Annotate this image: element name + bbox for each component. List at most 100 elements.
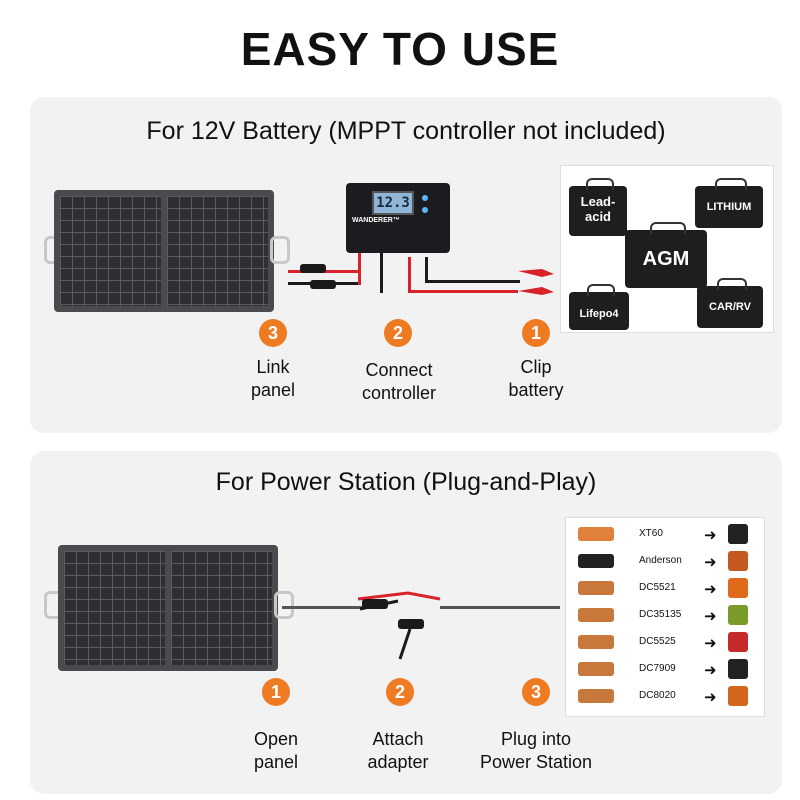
connector-name: XT60 — [639, 528, 663, 539]
battery-clips-image — [518, 269, 554, 295]
arrow-icon: ➜ — [704, 689, 717, 706]
connector-row: DC5521 ➜ — [566, 576, 764, 602]
power-station-icon — [728, 686, 748, 706]
battery-section-card: For 12V Battery (MPPT controller not inc… — [30, 97, 782, 433]
mppt-controller-image: 12.3 WANDERER™ — [346, 183, 450, 253]
solar-panel-right-half — [171, 551, 272, 665]
battery-handle — [715, 178, 747, 190]
solar-panel-image — [54, 190, 274, 312]
battery-lithium: LITHIUM — [695, 178, 763, 228]
power-station-icon — [728, 551, 748, 571]
adapter-connector-2 — [398, 619, 424, 629]
adapter-wire-lower — [398, 628, 412, 660]
solar-panel-right-half — [167, 196, 268, 306]
dc8020-connector-icon — [578, 689, 614, 703]
step-label-plug-into-station: Plug into Power Station — [479, 729, 593, 772]
battery-car-rv-label: CAR/RV — [709, 301, 751, 313]
panel-handle-right — [274, 591, 294, 619]
connector-name: DC7909 — [639, 663, 676, 674]
power-station-icon — [728, 524, 748, 544]
battery-lead-acid-label: Lead- acid — [580, 194, 616, 224]
power-station-section-heading: For Power Station (Plug-and-Play) — [215, 468, 597, 496]
adapter-wire-red — [357, 591, 441, 601]
step-label-clip-battery: Clip battery — [508, 357, 564, 400]
solar-panel-left-half — [64, 551, 165, 665]
step-badge-attach-adapter: 2 — [386, 678, 414, 706]
battery-handle — [716, 278, 748, 290]
page-title: EASY TO USE — [240, 23, 560, 75]
battery-handle — [587, 284, 615, 296]
power-station-icon — [728, 578, 748, 598]
battery-agm-label: AGM — [642, 248, 690, 270]
step-badge-clip-battery: 1 — [522, 319, 550, 347]
arrow-icon: ➜ — [704, 581, 717, 598]
battery-handle — [586, 178, 614, 190]
arrow-icon: ➜ — [704, 635, 717, 652]
battery-lithium-label: LITHIUM — [706, 201, 752, 213]
dc5521-connector-icon — [578, 581, 614, 595]
battery-lifepo4-label: Lifepo4 — [579, 308, 619, 320]
power-station-icon — [728, 659, 748, 679]
battery-section-heading: For 12V Battery (MPPT controller not inc… — [146, 117, 666, 145]
arrow-icon: ➜ — [704, 527, 717, 544]
dc35135-connector-icon — [578, 608, 614, 622]
step-badge-link-panel: 3 — [259, 319, 287, 347]
step-badge-plug-into-station: 3 — [522, 678, 550, 706]
wire-black-up — [380, 245, 383, 293]
step-label-open-panel: Open panel — [253, 729, 299, 772]
clip-top — [518, 269, 554, 277]
power-station-icon — [728, 632, 748, 652]
step-label-link-panel: Link panel — [250, 357, 296, 400]
connector-row: DC7909 ➜ — [566, 657, 764, 683]
connector-row: DC8020 ➜ — [566, 684, 764, 710]
battery-handle — [649, 222, 687, 234]
anderson-connector-icon — [578, 554, 614, 568]
clip-bottom — [518, 287, 554, 295]
controller-led-2 — [422, 207, 428, 213]
step-badge-connect-controller: 2 — [384, 319, 412, 347]
dc7909-connector-icon — [578, 662, 614, 676]
connector-row: DC35135 ➜ — [566, 603, 764, 629]
step-badge-open-panel: 1 — [262, 678, 290, 706]
controller-lcd-display: 12.3 — [372, 191, 414, 215]
wire-red-up — [358, 245, 361, 285]
panel-handle-right — [270, 236, 290, 264]
battery-lifepo4: Lifepo4 — [569, 284, 629, 330]
mc4-connector-top — [300, 264, 326, 273]
connector-row: DC5525 ➜ — [566, 630, 764, 656]
battery-lead-acid: Lead- acid — [569, 178, 627, 236]
power-station-icon — [728, 605, 748, 625]
solar-panel-left-half — [60, 196, 161, 306]
controller-led-1 — [422, 195, 428, 201]
connector-name: Anderson — [639, 555, 682, 566]
arrow-icon: ➜ — [704, 608, 717, 625]
arrow-icon: ➜ — [704, 554, 717, 571]
wire-red-battery — [408, 290, 518, 293]
mc4-connector-bottom — [310, 280, 336, 289]
connector-name: DC35135 — [639, 609, 682, 620]
adapter-connector-1 — [362, 599, 388, 609]
connector-name: DC5521 — [639, 582, 676, 593]
battery-types-box: Lead- acid LITHIUM AGM Lifepo4 CAR/RV — [560, 165, 774, 333]
dc5525-connector-icon — [578, 635, 614, 649]
wire-black-down — [425, 257, 428, 282]
power-station-section-card: For Power Station (Plug-and-Play) 1 Open… — [30, 451, 782, 794]
connector-name: DC8020 — [639, 690, 676, 701]
connector-name: DC5525 — [639, 636, 676, 647]
step-label-connect-controller: Connect controller — [361, 360, 437, 403]
mc4-adapter-image — [357, 591, 441, 660]
arrow-icon: ➜ — [704, 662, 717, 679]
solar-panel-image — [58, 545, 278, 671]
connector-types-box: XT60 ➜ Anderson ➜ DC5521 ➜ DC35135 ➜ DC5525 ➜… — [565, 517, 765, 717]
step-label-attach-adapter: Attach adapter — [367, 729, 429, 772]
wire-red-down — [408, 257, 411, 292]
battery-car-rv: CAR/RV — [697, 278, 763, 328]
controller-brand-label: WANDERER™ — [352, 217, 400, 224]
wire-black-battery — [425, 280, 520, 283]
xt60-connector-icon — [578, 527, 614, 541]
cable-panel-adapter — [282, 606, 362, 609]
battery-agm: AGM — [625, 222, 707, 288]
cable-adapter-station — [440, 606, 560, 609]
connector-row: Anderson ➜ — [566, 549, 764, 575]
connector-row: XT60 ➜ — [566, 522, 764, 548]
